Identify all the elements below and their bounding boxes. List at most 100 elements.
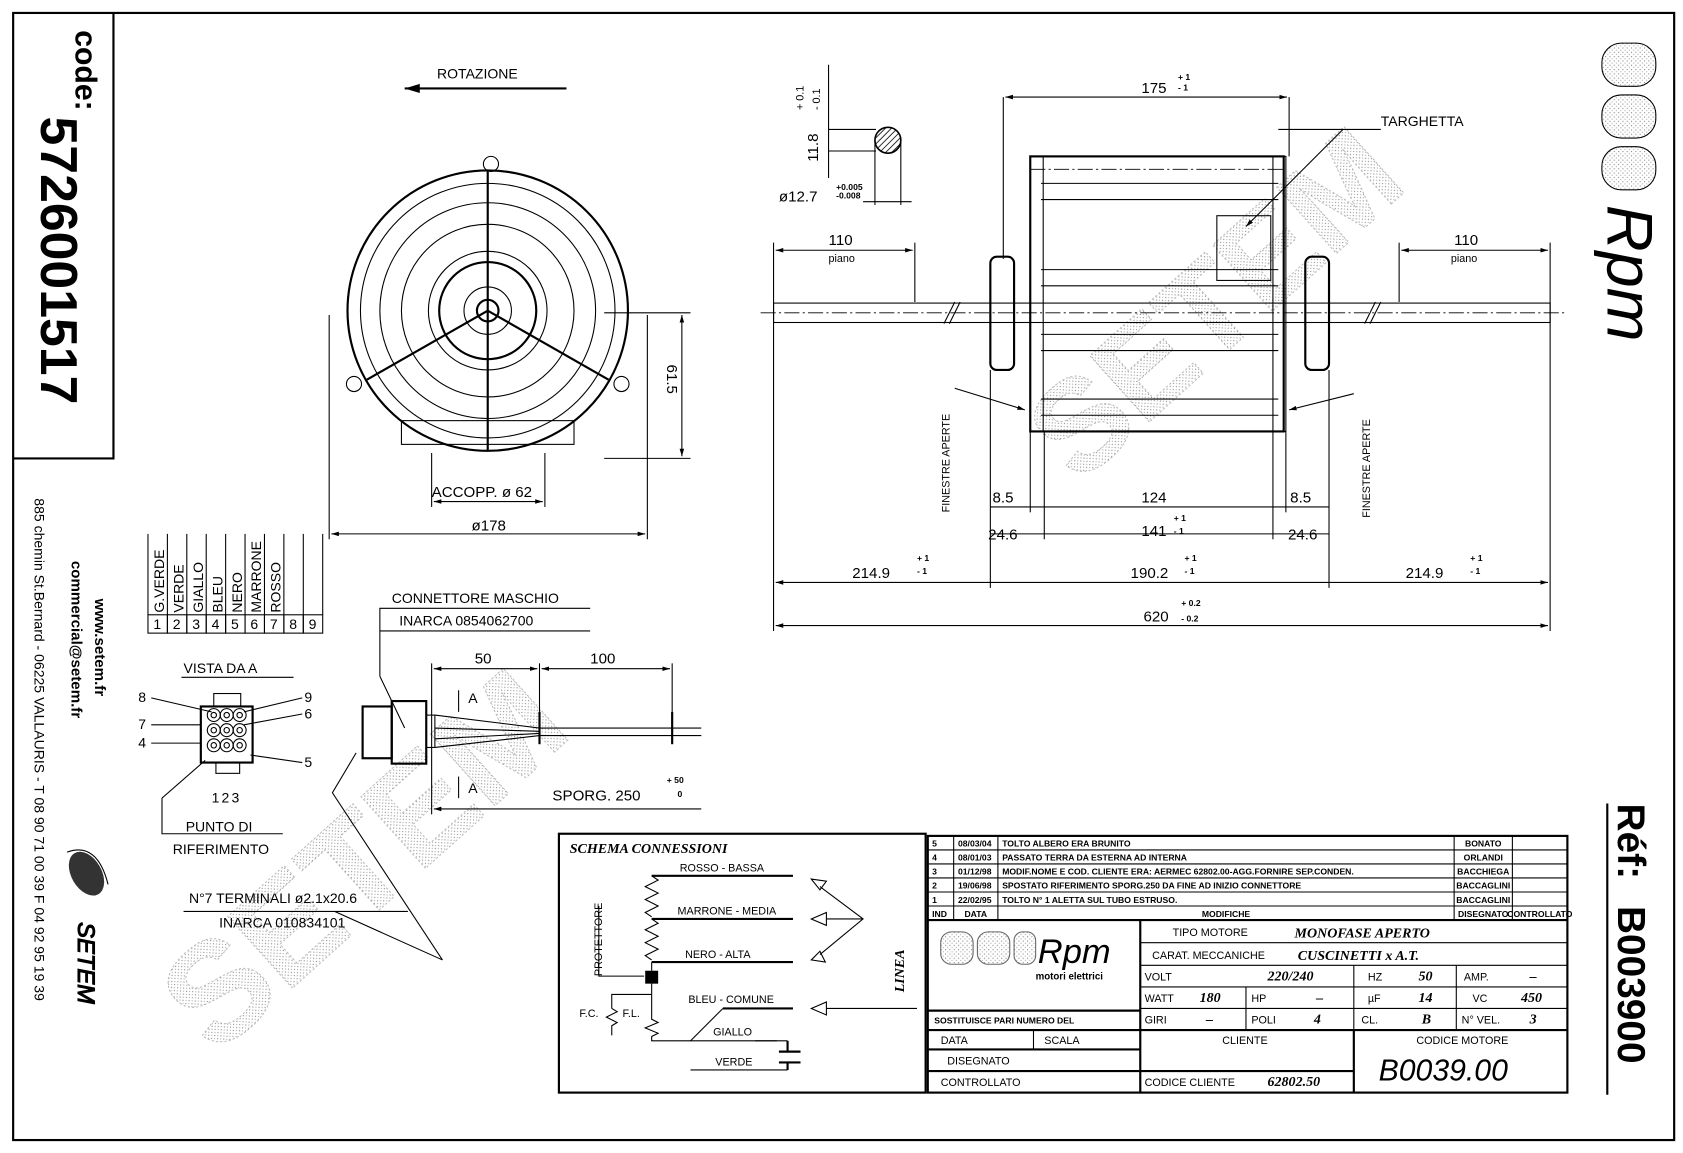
pin-icon <box>219 723 234 738</box>
modification-text: MODIF.NOME E COD. CLIENTE ERA: AERMEC 62… <box>1002 867 1354 877</box>
hp-label: HP <box>1251 993 1266 1005</box>
pin-4: 4 <box>138 734 146 750</box>
pin-icon <box>232 708 247 723</box>
nvel-label: N° VEL. <box>1462 1015 1500 1027</box>
tol: + 1 <box>1184 553 1196 563</box>
volt: 220/240 <box>1267 969 1314 984</box>
modification-text: TOLTO ALBERO ERA BRUNITO <box>1002 839 1131 849</box>
shaft-diameter: ø12.7 <box>779 189 818 206</box>
pins-bottom: 123 <box>212 789 242 805</box>
shaft-flat-tol-minus: - 0.1 <box>811 88 823 110</box>
pin-6: 6 <box>304 705 312 721</box>
tol: - 1 <box>1178 83 1188 93</box>
title-block: Rpm motori elettrici TIPO MOTORE MONOFAS… <box>927 918 1568 1093</box>
modification-text: TOLTO N° 1 ALETTA SUL TUBO ESTRUSO. <box>1002 895 1177 905</box>
dim-8-5-right: 8.5 <box>1290 490 1311 507</box>
dim-24-6-left: 24.6 <box>988 526 1017 543</box>
line-arrows-icon <box>809 878 918 1016</box>
tol: - 1 <box>1184 566 1194 576</box>
prot-tol-minus: 0 <box>678 789 683 799</box>
dim-50: 50 <box>475 650 492 667</box>
watt: 180 <box>1200 991 1221 1006</box>
terminals-part: INARCA 010834101 <box>219 915 345 931</box>
fc-label: F.C. <box>579 1008 598 1020</box>
dim-8-5-left: 8.5 <box>993 490 1014 507</box>
mech-label: CARAT. MECCANICHE <box>1152 950 1265 962</box>
modification-drawn: BACCHIEGA <box>1457 867 1509 877</box>
wire-rosso: ROSSO - BASSA <box>680 862 765 874</box>
pin-icon <box>206 738 221 753</box>
dim-175: 175 <box>1141 80 1166 97</box>
wire-number: 1 <box>153 616 161 632</box>
shaft-flat: 11.8 <box>805 134 822 162</box>
address: 885 chemin St.Bernard - 06225 VALLAURIS … <box>32 498 48 1001</box>
connector-part: INARCA 0854062700 <box>399 613 533 629</box>
drawn-label: DISEGNATO <box>947 1056 1009 1068</box>
client-code: 62802.50 <box>1268 1075 1321 1090</box>
pin-icon <box>219 738 234 753</box>
dim-height: 61.5 <box>663 365 680 394</box>
hp: – <box>1315 991 1323 1006</box>
shaft-dia-tol-minus: -0.008 <box>836 190 861 200</box>
protector-label: PROTETTORE <box>593 903 605 976</box>
amp: – <box>1529 969 1537 984</box>
pin-icon <box>206 723 221 738</box>
wire-color-label: MARRONE <box>248 541 264 613</box>
tol: - 1 <box>1470 566 1480 576</box>
modification-ind: 2 <box>932 881 937 891</box>
modification-drawn: ORLANDI <box>1464 853 1503 863</box>
wire-number: 5 <box>231 616 239 632</box>
view-title: VISTA DA A <box>184 660 258 676</box>
dim-214-9-right: 214.9 <box>1406 565 1444 582</box>
modification-ind: 5 <box>932 839 937 849</box>
poli: 4 <box>1313 1013 1321 1028</box>
wire-color-label: NERO <box>229 572 245 613</box>
prot-tol-plus: + 50 <box>667 775 684 785</box>
pin-5: 5 <box>304 754 312 770</box>
motor-code-label: CODICE MOTORE <box>1416 1035 1508 1047</box>
rpm-logo-text: Rpm <box>1593 205 1666 342</box>
modification-date: 19/06/98 <box>958 881 992 891</box>
pin-8: 8 <box>138 689 146 705</box>
pin-7: 7 <box>138 716 146 732</box>
setem-logo-icon <box>66 849 109 896</box>
modification-header-checked: CONTROLLATO <box>1507 909 1573 919</box>
watt-label: WATT <box>1145 993 1175 1005</box>
wire-number: 2 <box>173 616 181 632</box>
tol: - 0.2 <box>1181 613 1198 623</box>
code-box: code: 5726001517 <box>13 12 115 460</box>
nameplate-label: TARGHETTA <box>1381 113 1464 129</box>
wire-color-table: 1G.VERDE2VERDE3GIALLO4BLEU5NERO6MARRONE7… <box>147 533 324 634</box>
modification-drawn: BACCAGLINI <box>1456 895 1510 905</box>
vc: 450 <box>1520 991 1542 1006</box>
dim-190-2: 190.2 <box>1131 565 1169 582</box>
wire-number: 6 <box>250 616 258 632</box>
cl-label: CL. <box>1361 1015 1378 1027</box>
tol: + 1 <box>917 553 929 563</box>
section-a-bottom: A <box>468 780 478 796</box>
modification-drawn: BACCAGLINI <box>1456 881 1510 891</box>
section-a-top: A <box>468 690 478 706</box>
uf-label: µF <box>1368 993 1381 1005</box>
shaft-dia-tol-plus: +0.005 <box>836 182 863 192</box>
modification-date: 22/02/95 <box>958 895 992 905</box>
cl: B <box>1421 1013 1431 1028</box>
pin-icon <box>219 708 234 723</box>
modification-header-text: MODIFICHE <box>1202 909 1251 919</box>
client-label: CLIENTE <box>1222 1035 1267 1047</box>
ref-point-1: PUNTO DI <box>186 819 253 835</box>
wire-number: 8 <box>289 616 297 632</box>
reference: Réf: B003900 <box>1606 803 1652 1095</box>
wire-color-label: ROSSO <box>268 562 284 613</box>
tol: + 0.2 <box>1181 598 1201 608</box>
tol: - 1 <box>917 566 927 576</box>
flat-length-left: 110 <box>829 232 853 249</box>
connector-title: CONNETTORE MASCHIO <box>392 590 559 606</box>
wire-marrone: MARRONE - MEDIA <box>678 906 778 918</box>
pin-icon <box>232 738 247 753</box>
flat-label-left: piano <box>829 253 855 265</box>
setem-logo-text: SETEM <box>72 922 98 1004</box>
ref-label: Réf: <box>1609 804 1652 879</box>
modification-header-ind: IND <box>932 909 947 919</box>
side-view: 175 + 1 - 1 TARGHETTA 110 piano 110 pian… <box>760 72 1565 631</box>
